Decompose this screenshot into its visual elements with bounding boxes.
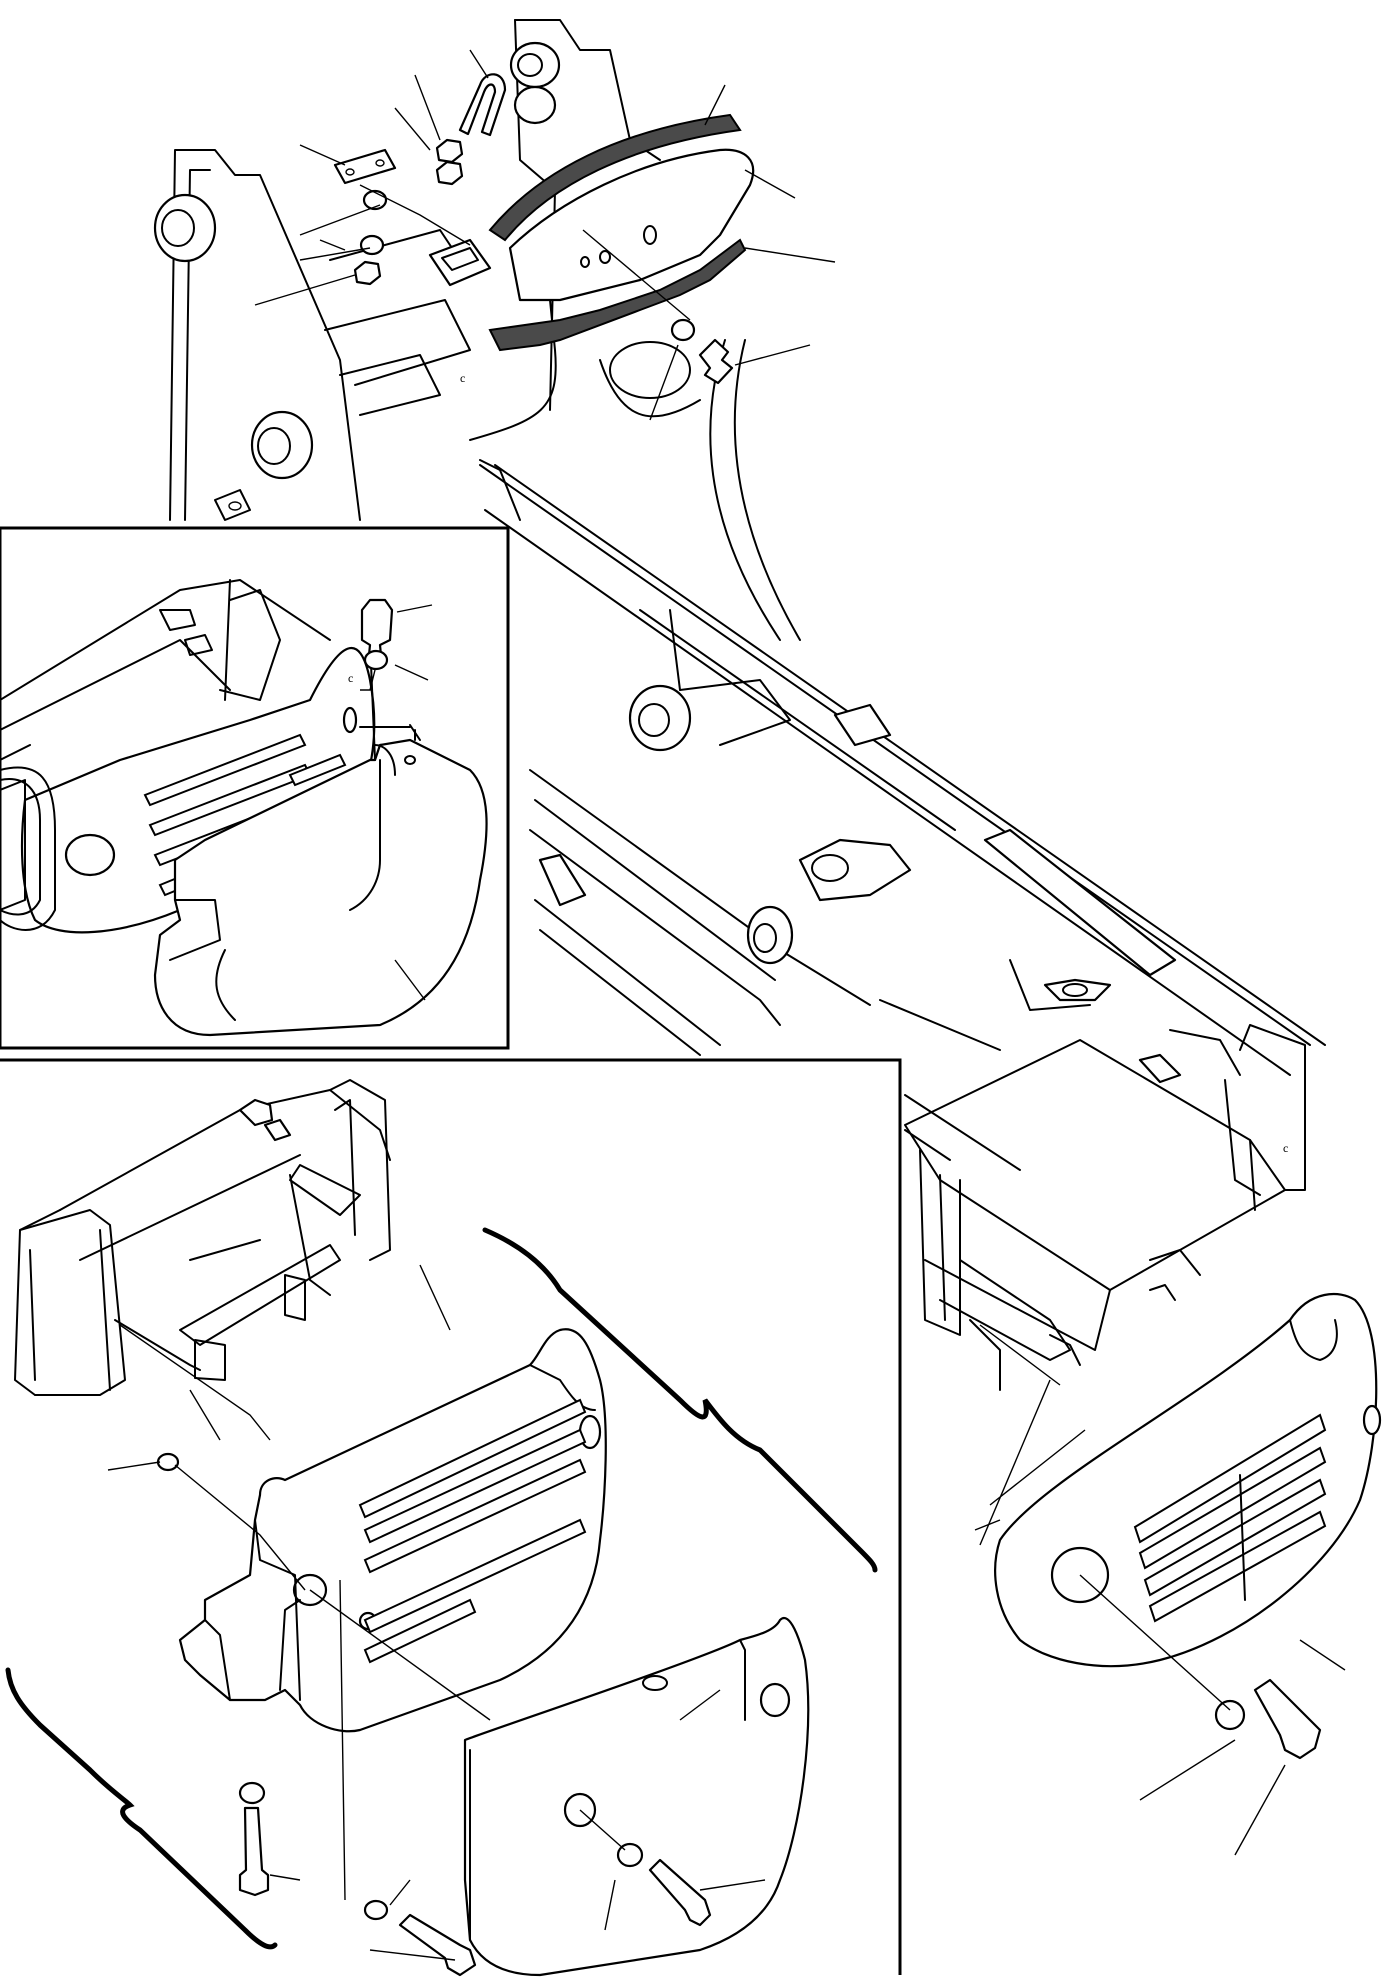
- spacer-plate: [508, 148, 755, 302]
- inset-2-washer-left: [238, 1781, 266, 1805]
- inset-2-front-counterweight: [463, 1616, 810, 1977]
- bolt-right: [698, 338, 734, 385]
- lower-seal-strip: [488, 238, 747, 352]
- inset-1-weight-front: [153, 738, 488, 1037]
- inset-1-counterweight: [0, 579, 488, 1037]
- rail-plate: [833, 703, 892, 747]
- washer-2: [359, 234, 385, 256]
- rail-strip: [983, 828, 1177, 977]
- mark-c-3: c: [1283, 1141, 1288, 1155]
- frame-loop-plate: [798, 838, 912, 902]
- mark-c-1: c: [460, 371, 465, 385]
- right-weight-washer: [1214, 1699, 1246, 1731]
- u-bolt: [458, 73, 507, 137]
- nut-1: [435, 138, 464, 164]
- right-weight-bolt: [1253, 1678, 1322, 1760]
- upper-boss: [153, 193, 217, 263]
- inset-1-washer: [363, 649, 389, 671]
- left-upright-plate: [169, 149, 361, 521]
- nut-3: [353, 260, 382, 286]
- mark-c-2: c: [348, 671, 353, 685]
- washer-right: [670, 318, 696, 342]
- right-mount-box: [904, 1039, 1286, 1291]
- inset-2-center-counterweight: [178, 1328, 607, 1733]
- nut-2: [435, 160, 464, 186]
- chassis-frame: c: [479, 464, 1326, 1546]
- inset-frame-2: [0, 1058, 902, 1975]
- right-counterweight: [994, 1292, 1382, 1668]
- arm-bracket-assembly: c: [153, 19, 836, 641]
- inset-2-nut-top: [156, 1452, 180, 1472]
- lower-boss: [250, 410, 314, 480]
- inset-2-bolt-bottom: [398, 1913, 477, 1977]
- clamp-plate: [333, 148, 397, 185]
- inset-2-frame-end: [14, 1079, 391, 1441]
- upper-seal-strip: [488, 113, 742, 242]
- inset-2-bolt-right: [648, 1858, 712, 1927]
- brace-upper-right: [482, 1227, 878, 1573]
- inset-2-washer-bottom: [363, 1899, 389, 1921]
- brace-lower-left: [5, 1667, 278, 1950]
- mounting-tab: [428, 238, 492, 287]
- inset-frame-1: [0, 526, 510, 1050]
- inset-2-bolt-left: [238, 1806, 270, 1897]
